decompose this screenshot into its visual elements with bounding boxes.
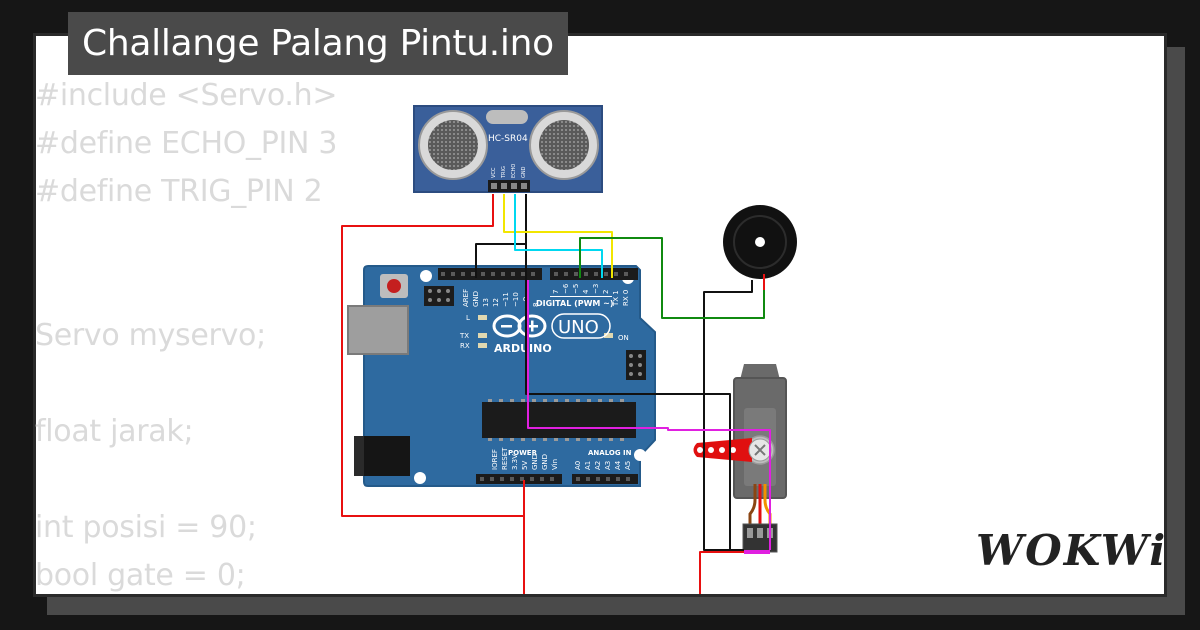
pin-label: 3.3V <box>511 454 519 470</box>
pin-label: ~10 <box>512 292 520 307</box>
pin-label: GND <box>531 454 539 470</box>
sensor-pin-header <box>488 180 530 192</box>
power-header <box>476 474 562 484</box>
code-line: bool gate = 0; <box>35 558 246 593</box>
led-label-l: L <box>466 314 470 322</box>
usb-port <box>347 305 409 355</box>
pin-label: A3 <box>604 461 612 470</box>
pin-label: 5V <box>521 461 529 470</box>
wire-servo-power-red[interactable] <box>699 551 744 600</box>
arduino-uno-board[interactable]: AREF GND 13 12 ~11 ~10 ~9 8 7 ~6 ~5 4 ~3… <box>347 265 656 487</box>
code-line: int posisi = 90; <box>35 510 257 545</box>
sensor-pin-label: ECHO <box>511 164 517 178</box>
sensor-pin-label: VCC <box>491 167 497 178</box>
led-rx <box>478 343 487 348</box>
buzzer[interactable] <box>723 205 797 279</box>
pin-label: AREF <box>462 289 470 307</box>
pin-label: RX 0 <box>622 290 630 306</box>
code-background: #include <Servo.h> #define ECHO_PIN 3 #d… <box>35 72 338 600</box>
digital-header-left <box>438 268 542 280</box>
wire-buzzer-gnd-black[interactable] <box>703 280 753 551</box>
pin-label: ~11 <box>502 292 510 307</box>
sensor-pin-label: TRIG <box>501 166 507 179</box>
sensor-crystal <box>486 110 528 124</box>
buzzer-hole <box>755 237 765 247</box>
led-on <box>604 333 613 338</box>
pin-label: ~6 <box>562 283 570 294</box>
wire-gnd-board-black[interactable] <box>475 243 526 278</box>
code-line: #define TRIG_PIN 2 <box>35 174 323 209</box>
wire-servo-signal-magenta[interactable] <box>527 280 771 550</box>
led-l <box>478 315 487 320</box>
pin-label: TX 1 <box>612 290 620 307</box>
pin-label: IOREF <box>491 449 499 470</box>
atmega-chip <box>482 402 636 438</box>
pin-label: GND <box>541 454 549 470</box>
analog-label: ANALOG IN <box>588 449 632 457</box>
pin-label: A5 <box>624 461 632 470</box>
wire-buzzer-green[interactable] <box>579 237 765 319</box>
pin-label: GND <box>472 291 480 307</box>
pin-label: A2 <box>594 461 602 470</box>
digital-label: DIGITAL (PWM ~) <box>536 299 614 308</box>
code-line: float jarak; <box>35 414 194 449</box>
pin-label: RESET <box>501 447 509 470</box>
pin-label: 13 <box>482 298 490 307</box>
analog-header <box>572 474 638 484</box>
sensor-model: HC-SR04 <box>488 134 528 144</box>
pin-label: ~3 <box>592 284 600 294</box>
wokwi-logo: WOKWi <box>976 526 1168 575</box>
arduino-brand: ARDUINO <box>494 342 552 355</box>
arduino-infinity-icon <box>492 314 547 338</box>
code-line: #define ECHO_PIN 3 <box>35 126 338 161</box>
wire-set <box>341 194 771 600</box>
code-line: Servo myservo; <box>35 318 266 353</box>
pin-label: A1 <box>584 461 592 470</box>
pin-label: 8 <box>532 303 540 307</box>
arduino-model: UNO <box>558 317 599 338</box>
pin-label: A0 <box>574 461 582 470</box>
reset-button-cap <box>387 279 401 293</box>
pin-label: Vin <box>551 459 559 470</box>
wire-echo-cyan[interactable] <box>514 194 603 278</box>
hc-sr04-sensor[interactable]: HC-SR04 VCC TRIG ECHO GND <box>413 105 603 193</box>
code-line: #include <Servo.h> <box>35 78 338 113</box>
pin-label: 4 <box>582 289 590 294</box>
pin-label: A4 <box>614 460 622 470</box>
pin-label: 2 <box>602 290 610 294</box>
wire-vcc-red[interactable] <box>341 194 525 600</box>
pin-label: 7 <box>552 290 560 294</box>
servo-motor[interactable] <box>693 364 787 553</box>
led-label-tx: TX <box>459 332 469 340</box>
pin-label: 12 <box>492 298 500 307</box>
sensor-pin-label: GND <box>521 166 527 178</box>
power-label: POWER <box>508 449 538 457</box>
led-tx <box>478 333 487 338</box>
wire-trig-yellow[interactable] <box>503 194 613 278</box>
project-title: Challange Palang Pintu.ino <box>68 12 568 75</box>
on-label: ON <box>618 334 629 342</box>
led-label-rx: RX <box>460 342 470 350</box>
pin-label: ~5 <box>572 284 580 294</box>
